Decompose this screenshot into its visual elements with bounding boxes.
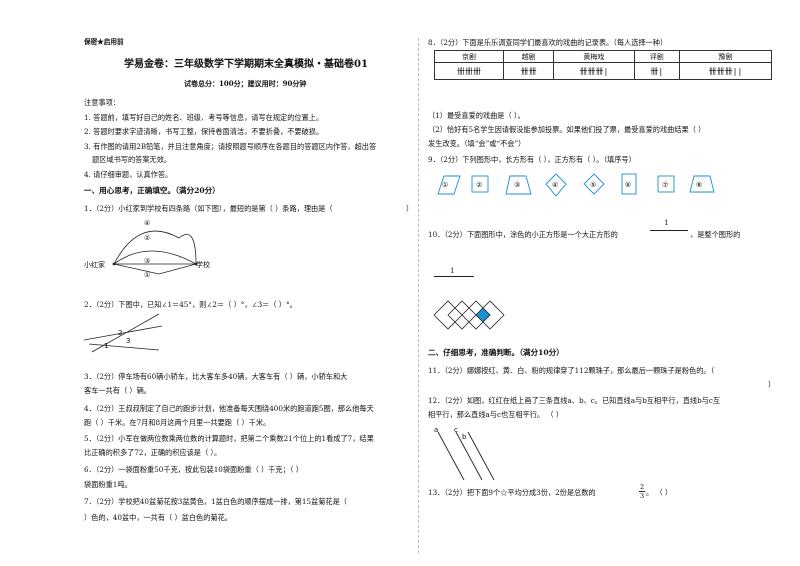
question-10-cont: ，是整个图形的 bbox=[690, 230, 741, 239]
question-5: 5．（2分）小军在做两位数乘两位数的计算题时，把第二个乘数21个位上的1看成了7… bbox=[84, 434, 374, 443]
question-11-end: ） bbox=[768, 380, 776, 389]
fraction-numerator: 1 bbox=[664, 218, 669, 227]
notice-heading: 注意事项： bbox=[84, 98, 120, 107]
question-7: 7．（2分）学校把40盆菊花按3盆黄色，1盆白色的顺序摆成一排，第15盆菊花是（ bbox=[84, 497, 347, 506]
column-divider bbox=[418, 38, 419, 553]
shape-label: ③ bbox=[514, 181, 521, 189]
section-heading: 一、用心思考，正确填空。（满分20分） bbox=[84, 186, 220, 195]
question-4: 4．（2分）王叔叔制定了自己的跑步计划，他准备每天围绕400米的跑道跑5圈，那么… bbox=[84, 404, 374, 413]
question-3-cont: 客车一共有（ ）辆。 bbox=[84, 386, 151, 395]
table-header: 越剧 bbox=[503, 50, 555, 63]
notice-item: 题区域书写的答案无效。 bbox=[92, 155, 172, 164]
tally-cell: 卌卌卌|| bbox=[678, 62, 773, 80]
route-label: ① bbox=[144, 271, 151, 279]
notice-item: 2. 答题时要求字迹清晰，书写工整，保持卷面清洁，不要折叠，不要破损。 bbox=[84, 127, 324, 136]
tally-cell: 卌卌 bbox=[503, 62, 555, 80]
fraction-bar bbox=[650, 230, 688, 231]
section-heading: 二、仔细思考，准确判断。（满分10分） bbox=[428, 348, 564, 357]
question-3: 3．（2分）停车场有60辆小轿车，比大客车多40辆，大客车有（ ）辆，小轿车和大 bbox=[84, 372, 348, 381]
angle-diagram bbox=[83, 313, 163, 353]
question-13: 13．（2分）把下面9个☆平均分成3份，2份是总数的 bbox=[428, 488, 596, 497]
shapes-row bbox=[437, 173, 715, 197]
line-label: a bbox=[434, 426, 439, 434]
shape-label: ⑤ bbox=[590, 181, 597, 189]
question-2: 2．（2分）下图中，已知∠1＝45°，则∠2＝（ ）°，∠3＝（ ）°。 bbox=[84, 300, 297, 309]
question-10: 10．（2分）下面图形中，涂色的小正方形是一个大正方形的 bbox=[428, 230, 618, 239]
secret-label: 保密★启用前 bbox=[84, 38, 124, 46]
label-home: 小红家 bbox=[84, 261, 105, 269]
question-8-1: （1）最受喜爱的戏曲是（ ）。 bbox=[428, 111, 525, 120]
fraction-numerator: 1 bbox=[450, 266, 455, 275]
tally-cell: 卌卌卌| bbox=[553, 62, 635, 80]
fraction-numerator: 2 bbox=[640, 483, 645, 491]
route-diagram bbox=[112, 230, 198, 275]
angle-label: 2 bbox=[118, 329, 123, 337]
exam-info: 试卷总分：100分；建议用时：90分钟 bbox=[184, 79, 307, 88]
question-6-cont: 袋面粉重1吨。 bbox=[84, 480, 132, 489]
question-8-2: （2）恰好有5名学生因请假没能参加投票。如果他们投了票，最受喜爱的戏曲结果（ ） bbox=[428, 125, 706, 134]
question-6: 6．（2分）一袋面粉重50千克，按此包装10袋面粉重（ ）千克；（ ） bbox=[84, 465, 303, 474]
table-header: 评剧 bbox=[633, 50, 680, 63]
shape-label: ⑥ bbox=[625, 181, 632, 189]
shape-label: ② bbox=[476, 181, 483, 189]
fraction-denominator: 3 bbox=[640, 492, 645, 500]
shape-label: ① bbox=[442, 181, 449, 189]
route-label: ③ bbox=[144, 257, 151, 265]
question-12-cont: 相平行，那么直线a与c也互相平行。 （ ） bbox=[428, 410, 564, 419]
table-header: 豫剧 bbox=[678, 50, 773, 63]
question-11: 11．（2分）娜娜按红、黄、白、粉的规律穿了112颗珠子，那么最后一颗珠子是粉色… bbox=[428, 366, 715, 375]
line-label: b bbox=[462, 433, 467, 441]
question-13-end: 。 （ ） bbox=[646, 488, 673, 497]
question-5-cont: 比正确的积多了72，正确的积应该是（ ）。 bbox=[84, 448, 222, 457]
route-label: ④ bbox=[144, 219, 151, 227]
angle-label: 1 bbox=[104, 342, 109, 350]
notice-item: 3. 有作图的请用2B铅笔，并且注意角度；请按照题号顺序在各题目的答题区内作答，… bbox=[84, 142, 377, 151]
question-9: 9．（2分）下列图形中，长方形有（ ），正方形有（ ）。（填序号） bbox=[428, 155, 636, 164]
angle-label: 3 bbox=[126, 337, 131, 345]
tally-cell: 卌| bbox=[633, 62, 680, 80]
question-7-cont: ）色的，40盆中，一共有（ ）盆白色的菊花。 bbox=[84, 513, 232, 522]
question-8-2-cont: 发生改变。（填“会”或“不会”） bbox=[428, 139, 526, 148]
table-header: 黄梅戏 bbox=[553, 50, 635, 63]
notice-item: 1. 答题前，填写好自己的姓名、班级、考号等信息，请写在规定的位置上。 bbox=[84, 113, 324, 122]
fraction-bar bbox=[434, 276, 474, 277]
opera-tally-table: 京剧 越剧 黄梅戏 评剧 豫剧 卌卌卌 卌卌 卌卌卌| 卌| 卌卌卌|| bbox=[433, 50, 773, 80]
shape-label: ⑦ bbox=[662, 181, 669, 189]
question-1: 1．（2分）小红家到学校有四条路（如下图），最短的是第（ ）条路，理由是（ bbox=[84, 204, 333, 213]
label-school: 学校 bbox=[196, 261, 210, 269]
question-4-cont: 跑（ ）千米。在7月和8月这两个月里一共要跑（ ）千米。 bbox=[84, 418, 271, 427]
route-label: ② bbox=[144, 234, 151, 242]
exam-title: 学易金卷：三年级数学下学期期末全真模拟・基础卷01 bbox=[124, 59, 368, 70]
table-header: 京剧 bbox=[433, 50, 505, 63]
fraction-bar bbox=[639, 491, 645, 492]
diamond-figure bbox=[433, 300, 505, 330]
shape-label: ④ bbox=[552, 181, 559, 189]
question-1-end: ） bbox=[406, 204, 414, 213]
question-8: 8．（2分）下面是乐乐调查同学们最喜欢的戏曲的记录表。（每人选择一种） bbox=[428, 38, 668, 47]
parallel-lines bbox=[437, 431, 495, 481]
shape-label: ⑧ bbox=[696, 181, 703, 189]
tally-cell: 卌卌卌 bbox=[433, 62, 505, 80]
line-label: c bbox=[454, 426, 458, 434]
notice-item: 4. 请仔细审题，认真作答。 bbox=[84, 170, 173, 179]
question-12: 12．（2分）如图，红红在纸上画了三条直线a、b、c。已知直线a与b互相平行，直… bbox=[428, 396, 721, 405]
